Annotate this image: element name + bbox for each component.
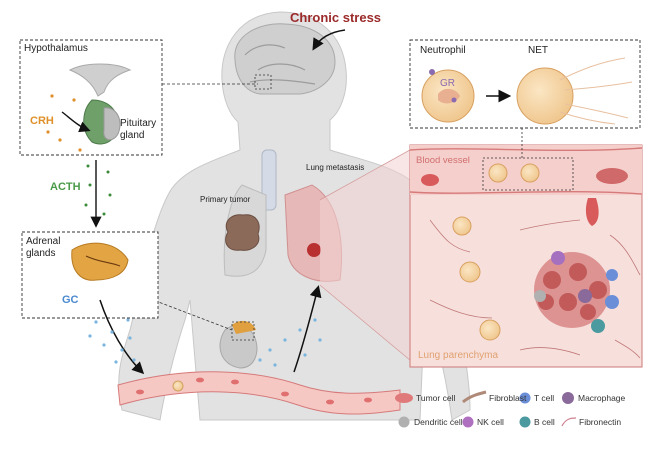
macrophage-icon xyxy=(562,392,574,404)
hypothalamus-label: Hypothalamus xyxy=(24,43,88,54)
legend-nk-cell: NK cell xyxy=(477,417,504,427)
gc-label: GC xyxy=(62,294,79,306)
tumor-cluster xyxy=(534,251,619,333)
crh-arrow xyxy=(61,111,91,133)
gr-label: GR xyxy=(440,78,455,89)
net-fibers xyxy=(559,57,633,125)
crh-dots xyxy=(46,94,82,152)
acth-label: ACTH xyxy=(50,181,81,193)
lung-metastasis-nodule xyxy=(307,243,321,257)
gc-dots xyxy=(88,318,136,364)
pituitary-label: Pituitary gland xyxy=(120,118,157,141)
nk-cell-icon xyxy=(462,416,474,428)
legend-fibronectin: Fibronectin xyxy=(579,417,622,427)
legend-fibroblast: Fibroblast xyxy=(489,393,527,403)
tumor-cell-icon xyxy=(395,393,413,403)
dendritic-cell-icon xyxy=(398,416,410,428)
neutrophil-label: Neutrophil xyxy=(420,45,466,56)
legend-icons xyxy=(395,390,577,428)
net-cell xyxy=(516,67,574,125)
crh-label: CRH xyxy=(30,115,54,127)
primary-tumor-label: Primary tumor xyxy=(200,195,251,204)
adrenal-gland xyxy=(71,242,129,281)
acth-dots xyxy=(84,164,112,216)
blood-vessel-label: Blood vessel xyxy=(416,155,470,166)
net-label: NET xyxy=(528,45,548,56)
b-cell-icon xyxy=(519,416,531,428)
adrenal-label: Adrenal glands xyxy=(26,236,61,259)
legend-t-cell: T cell xyxy=(534,393,555,403)
legend-macrophage: Macrophage xyxy=(578,393,626,403)
gc-dots-up xyxy=(258,318,322,367)
legend-dendritic-cell: Dendritic cell xyxy=(414,417,463,427)
vessel-cells xyxy=(136,377,372,405)
fibronectin-icon xyxy=(561,417,577,427)
lung-metastasis-label: Lung metastasis xyxy=(306,163,365,172)
legend-tumor-cell: Tumor cell xyxy=(416,393,456,403)
diagram-title: Chronic stress xyxy=(290,10,382,25)
primary-tumor xyxy=(225,214,260,251)
lung-parenchyma-label: Lung parenchyma xyxy=(418,350,499,361)
pituitary-stalk xyxy=(68,63,132,97)
gc-arrow-up xyxy=(293,285,322,373)
fibroblast-icon xyxy=(462,390,487,404)
t-cell-icon xyxy=(519,392,531,404)
stress-arrow xyxy=(312,29,346,51)
legend-b-cell: B cell xyxy=(534,417,555,427)
gc-arrow-down xyxy=(99,299,145,375)
